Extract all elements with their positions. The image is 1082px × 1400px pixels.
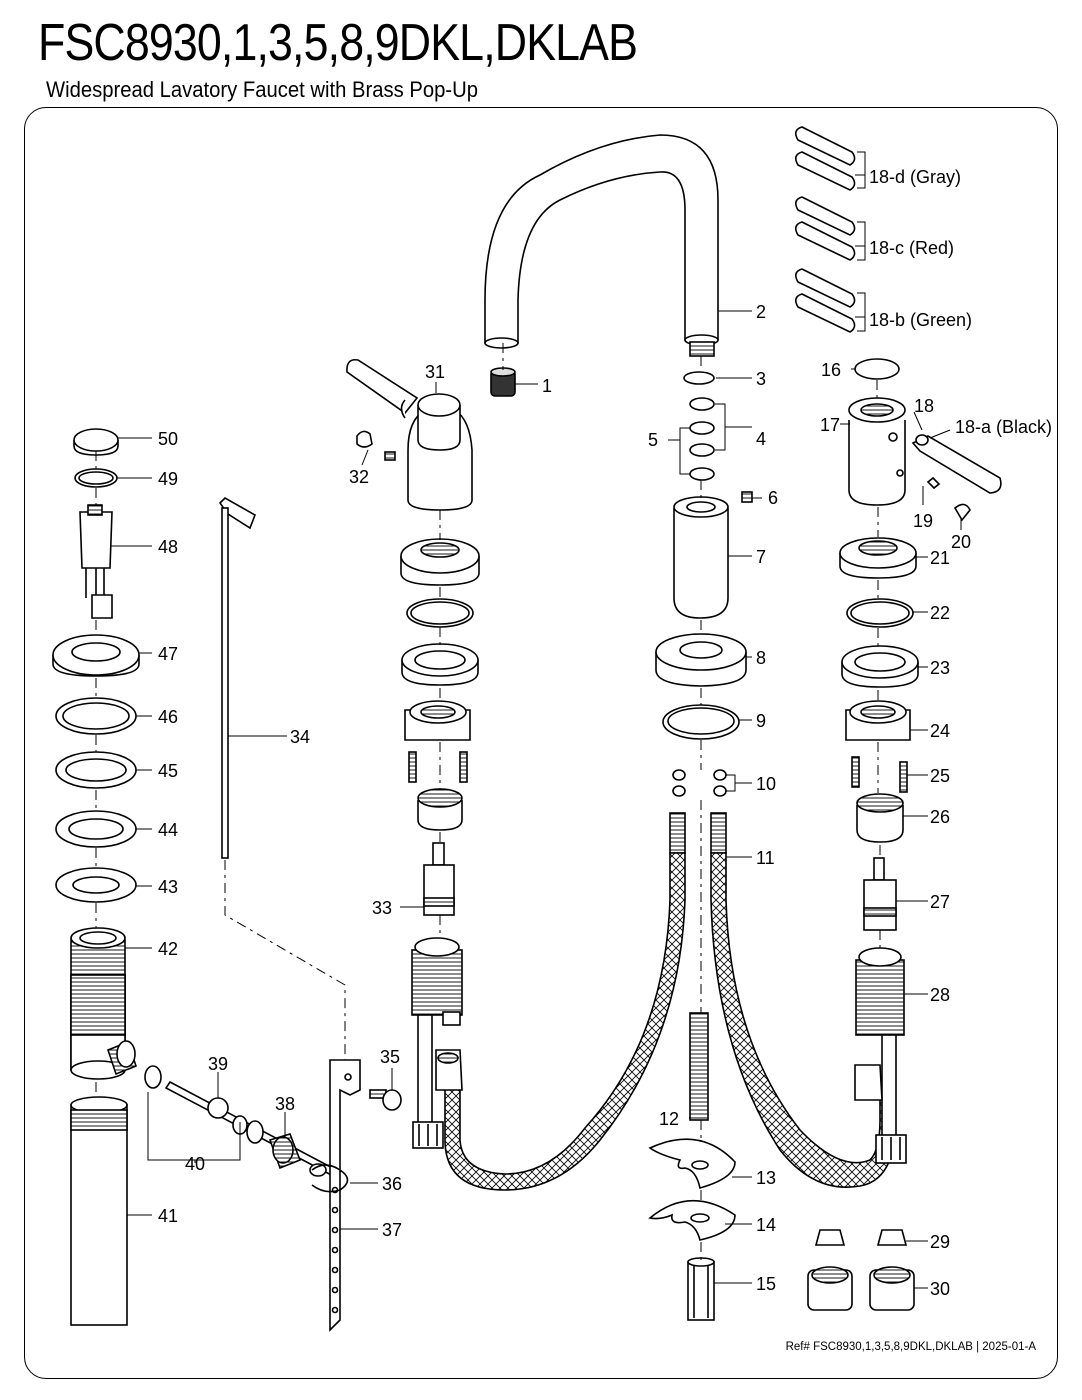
label-41: 41 [158,1206,178,1226]
label-18d: 18-d (Gray) [869,167,961,187]
label-5: 5 [648,430,658,450]
label-45: 45 [158,761,178,781]
label-39: 39 [208,1054,228,1074]
pivot-washer [144,1065,162,1089]
lift-rod [218,497,256,859]
label-32: 32 [349,467,369,487]
label-14: 14 [756,1215,776,1235]
label-12: 12 [659,1109,679,1129]
label-17: 17 [820,415,840,435]
left-valve-body [411,937,463,1149]
label-33: 33 [372,898,392,918]
right-handle [911,434,1002,522]
right-valve-housing [848,397,906,506]
right-cartridge [863,857,897,931]
label-31: 31 [425,362,445,382]
popup-stopper [73,428,119,456]
right-mount-plate [845,700,911,793]
label-21: 21 [930,548,950,568]
label-42: 42 [158,939,178,959]
leader-lines [110,151,962,1289]
label-10: 10 [756,774,776,794]
label-19: 19 [913,511,933,531]
label-26: 26 [930,807,950,827]
label-6: 6 [768,488,778,508]
page-subtitle: Widespread Lavatory Faucet with Brass Po… [46,77,478,102]
page-title: FSC8930,1,3,5,8,9DKL,DKLAB [38,14,638,72]
mounting-nut [687,1257,715,1321]
label-15: 15 [756,1274,776,1294]
label-18b: 18-b (Green) [869,310,972,330]
label-2: 2 [756,302,766,322]
label-13: 13 [756,1168,776,1188]
tailpiece [70,1096,128,1326]
label-20: 20 [951,532,971,552]
left-mount-plate [404,700,471,783]
label-28: 28 [930,985,950,1005]
right-valve-body [854,947,907,1164]
alignment-lines [95,343,881,1260]
set-screw-32 [356,430,396,461]
label-40: 40 [185,1154,205,1174]
label-46: 46 [158,707,178,727]
compression-sleeves [807,1229,915,1311]
label-44: 44 [158,820,178,840]
mounting-rod [689,1012,709,1121]
label-22: 22 [930,603,950,623]
label-43: 43 [158,877,178,897]
label-24: 24 [930,721,950,741]
thumb-screw [369,1089,402,1111]
cap-16 [854,358,900,380]
label-1: 1 [542,376,552,396]
label-37: 37 [382,1220,402,1240]
label-27: 27 [930,892,950,912]
popup-body [70,927,137,1080]
label-18a: 18-a (Black) [955,417,1052,437]
label-38: 38 [275,1094,295,1114]
right-nut [856,793,904,843]
label-48: 48 [158,537,178,557]
label-29: 29 [930,1232,950,1252]
spring-clip [311,1164,349,1193]
label-11: 11 [756,848,775,868]
label-30: 30 [930,1279,950,1299]
pivot-rod [164,1080,342,1180]
right-escutcheon [839,537,917,579]
label-25: 25 [930,766,950,786]
label-4: 4 [756,429,766,449]
label-36: 36 [382,1174,402,1194]
popup-plunger [79,504,113,619]
aerator [490,367,516,397]
popup-flange [52,634,140,677]
label-7: 7 [756,547,766,567]
left-nut [417,788,463,831]
left-handle [346,358,473,511]
handle-inserts [794,126,856,333]
label-34: 34 [290,727,310,747]
diagram-frame [24,107,1058,1379]
left-cartridge [423,842,455,916]
left-escutcheon [400,538,480,586]
label-47: 47 [158,644,178,664]
label-9: 9 [756,711,766,731]
label-18: 18 [914,396,934,416]
reference-number: Ref# FSC8930,1,3,5,8,9DKL,DKLAB | 2025-0… [785,1341,1036,1353]
label-18c: 18-c (Red) [869,238,954,258]
spout-base-ring [655,633,747,687]
strap [329,1059,361,1332]
spout [484,134,719,357]
braided-hoses [444,812,896,1191]
part-labels: 1 2 3 4 5 6 7 8 9 10 11 12 13 14 15 16 1… [158,167,1052,1299]
spout-o-rings [683,371,715,481]
label-49: 49 [158,469,178,489]
label-23: 23 [930,658,950,678]
label-16: 16 [821,360,841,380]
label-50: 50 [158,429,178,449]
label-8: 8 [756,648,766,668]
label-35: 35 [380,1047,400,1067]
spout-body [673,491,753,619]
label-3: 3 [756,369,766,389]
